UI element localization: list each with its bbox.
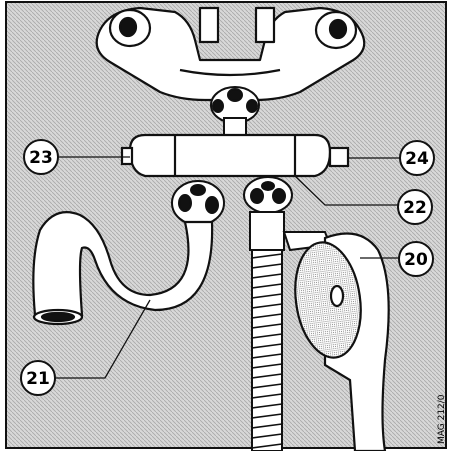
callout-21-label: 21 xyxy=(26,369,50,389)
left-union-nut xyxy=(171,180,225,226)
callout-20-label: 20 xyxy=(404,250,428,270)
callout-23-label: 23 xyxy=(29,148,53,168)
shower-hose xyxy=(249,211,332,451)
callout-22: 22 xyxy=(397,189,433,225)
callout-24-label: 24 xyxy=(405,149,429,169)
leader-22 xyxy=(294,175,398,206)
swan-neck-spout xyxy=(32,211,214,326)
right-union-nut xyxy=(243,176,293,214)
callout-21: 21 xyxy=(20,360,56,396)
leader-lines xyxy=(55,156,400,379)
mixer-valve-body xyxy=(95,6,366,102)
callout-20: 20 xyxy=(398,241,434,277)
shower-head xyxy=(294,232,390,451)
reference-code: MAG 212/0 xyxy=(437,394,447,444)
tee-body xyxy=(120,133,350,178)
callout-24: 24 xyxy=(399,140,435,176)
leader-21 xyxy=(55,299,151,379)
callout-22-label: 22 xyxy=(403,198,427,218)
callout-23: 23 xyxy=(23,139,59,175)
center-nut xyxy=(210,86,260,139)
